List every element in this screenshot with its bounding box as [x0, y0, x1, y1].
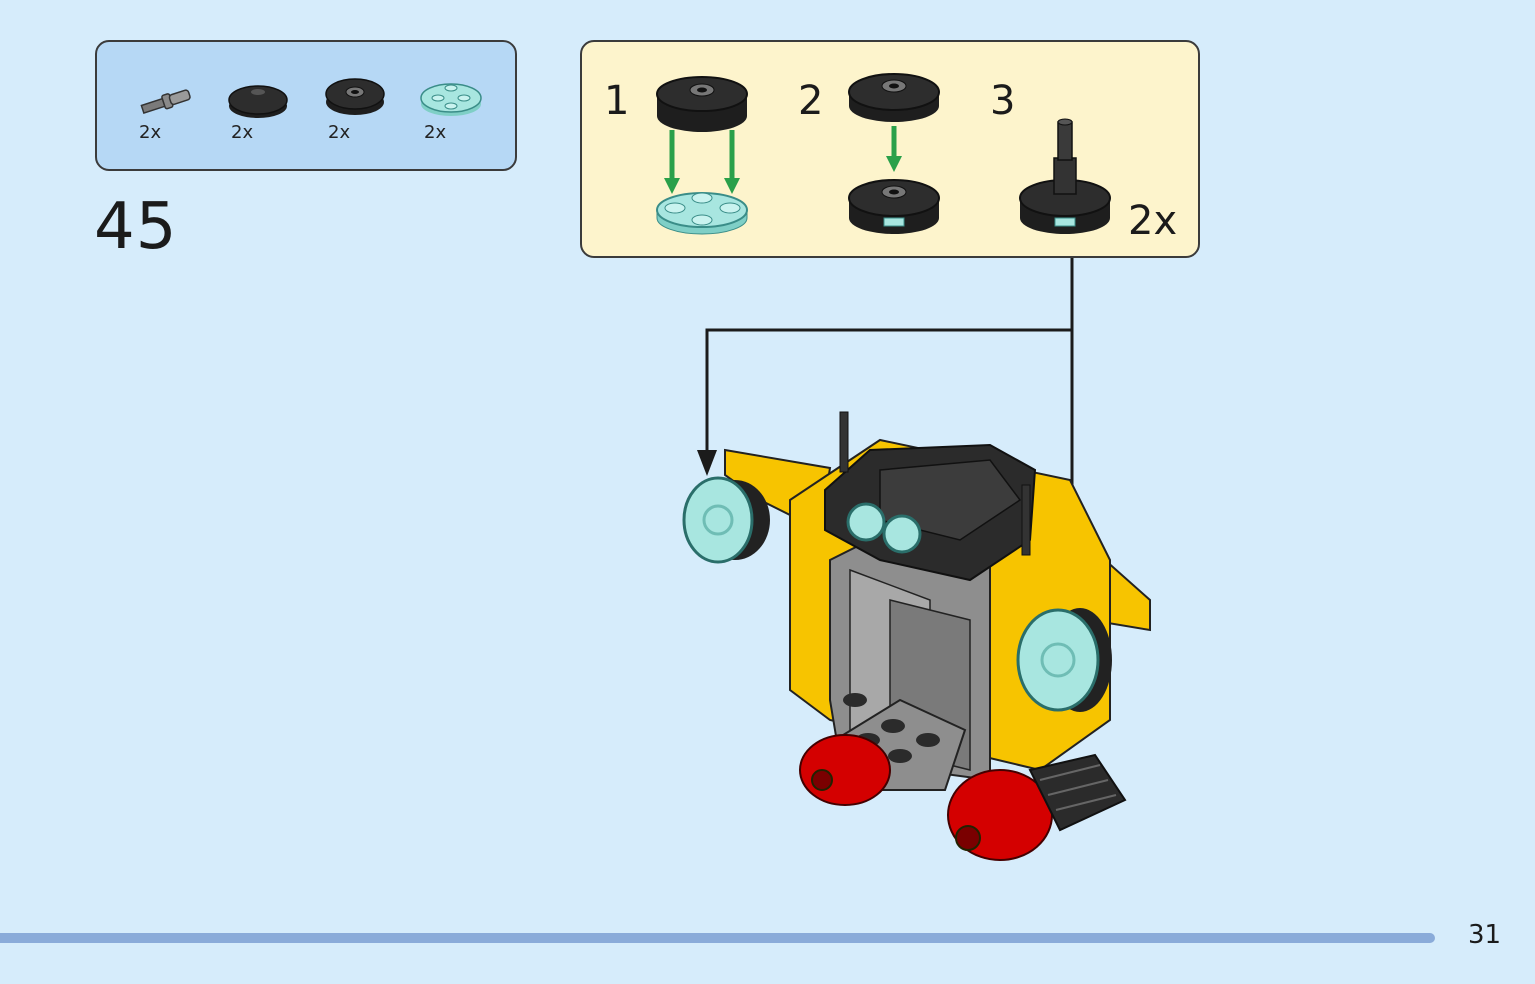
sub-step-number: 3 — [990, 78, 1016, 124]
sub-step-3-illustration — [1019, 118, 1111, 234]
parts-list-item: 2x — [225, 70, 295, 150]
axle-pin-icon — [140, 89, 191, 115]
black-round-tile-icon — [228, 85, 288, 118]
part-quantity: 2x — [328, 122, 351, 143]
parts-list-box: 2x 2x 2x 2x — [95, 40, 517, 171]
part-quantity: 2x — [139, 122, 162, 143]
arrow-head-left — [697, 450, 717, 476]
parts-list-item: 2x — [322, 70, 392, 150]
sub-step-2-illustration — [848, 73, 940, 234]
sub-step-number: 1 — [604, 78, 630, 124]
trans-light-blue-round-plate-icon — [420, 83, 482, 116]
parts-list-item: 2x — [133, 70, 203, 150]
part-quantity: 2x — [231, 122, 254, 143]
sub-step-number: 2 — [798, 78, 824, 124]
sub-step-1-illustration — [656, 76, 748, 235]
black-round-tile-hole-icon — [325, 78, 385, 115]
page-number: 31 — [1468, 920, 1502, 950]
sub-assembly-illustration — [656, 73, 1111, 235]
parts-list-item: 2x — [418, 70, 488, 150]
step-number: 45 — [94, 190, 178, 264]
part-quantity: 2x — [424, 122, 447, 143]
footer-bar — [0, 933, 1435, 943]
sub-assembly-multiplier: 2x — [1128, 198, 1178, 244]
sub-assembly-box: 1 2 3 — [580, 40, 1200, 258]
